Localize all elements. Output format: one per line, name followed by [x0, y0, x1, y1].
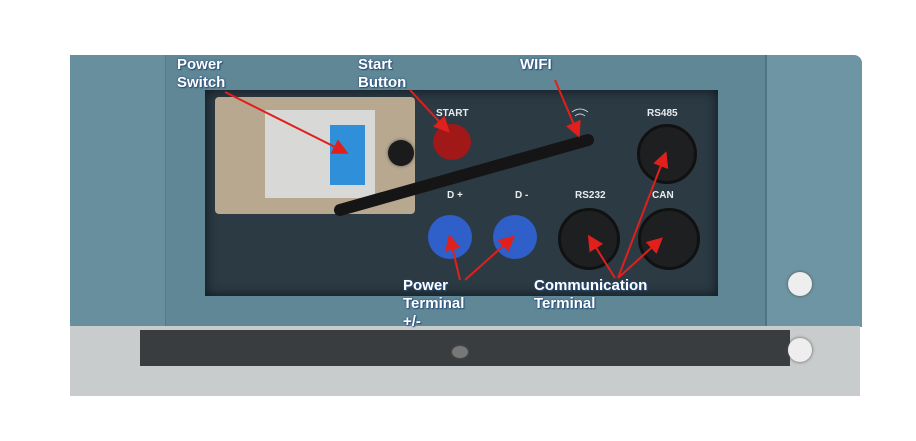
wifi-antenna: [334, 134, 594, 216]
annotation-arrows: [224, 79, 669, 281]
wifi-icon: [571, 108, 589, 117]
left-panel: [70, 55, 166, 327]
side-knob: [788, 272, 812, 296]
d-minus-label: D -: [515, 190, 529, 201]
switch-lever[interactable]: [330, 125, 365, 185]
wifi-annotation: WIFI: [520, 56, 552, 73]
start-button-annotation: Start Button: [358, 56, 407, 91]
breaker-knob: [388, 140, 414, 166]
can-label: CAN: [652, 190, 674, 201]
right-panel: [765, 55, 862, 327]
start-label: START: [436, 108, 469, 119]
power-switch-annotation: Power Switch: [177, 56, 226, 91]
power-terminal-annotation: Power Terminal +/-: [403, 277, 465, 330]
screw-icon: [452, 346, 468, 358]
communication-terminal-annotation: Communication Terminal: [534, 277, 648, 312]
side-knob-lower: [788, 338, 812, 362]
d-plus-label: D +: [447, 190, 463, 201]
can-port[interactable]: [638, 208, 700, 270]
rs485-label: RS485: [647, 108, 678, 119]
rs232-label: RS232: [575, 190, 606, 201]
